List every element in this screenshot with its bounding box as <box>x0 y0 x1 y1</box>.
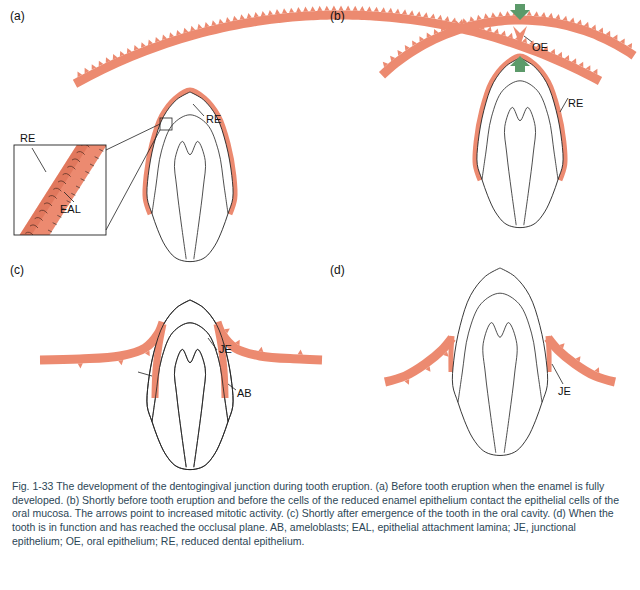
tooth <box>452 268 547 455</box>
leader-line <box>228 384 236 390</box>
leader-line <box>32 148 46 172</box>
leader-line <box>106 124 160 150</box>
leader-line <box>524 36 532 42</box>
panel-letter: (b) <box>330 10 345 22</box>
oral-epithelium <box>217 322 322 360</box>
inset <box>10 118 172 254</box>
part-label: RE <box>568 98 583 109</box>
leader-line <box>106 130 160 230</box>
part-label: JE <box>219 344 232 355</box>
part-label: EAL <box>60 204 81 215</box>
oral-epithelium <box>40 322 166 368</box>
part-label: RE <box>20 133 35 144</box>
oral-epithelium <box>385 338 452 385</box>
part-label: OE <box>532 42 548 53</box>
tooth-overlay <box>147 300 233 470</box>
leader-line <box>64 192 74 202</box>
leader-line <box>208 338 217 350</box>
figure-caption: Fig. 1-33 The development of the dentogi… <box>12 480 628 548</box>
leader-line <box>138 372 152 376</box>
panel-letter: (d) <box>330 264 345 276</box>
leader-line <box>560 98 568 112</box>
part-label: AB <box>237 388 252 399</box>
leader-line <box>552 364 563 384</box>
panel-letter: (a) <box>10 10 25 22</box>
part-label: RE <box>206 114 221 125</box>
tooth <box>147 300 233 470</box>
tooth <box>147 92 233 262</box>
panel-letter: (c) <box>10 264 24 276</box>
tooth <box>477 58 563 228</box>
leader-line <box>193 104 204 116</box>
part-label: JE <box>558 386 571 397</box>
